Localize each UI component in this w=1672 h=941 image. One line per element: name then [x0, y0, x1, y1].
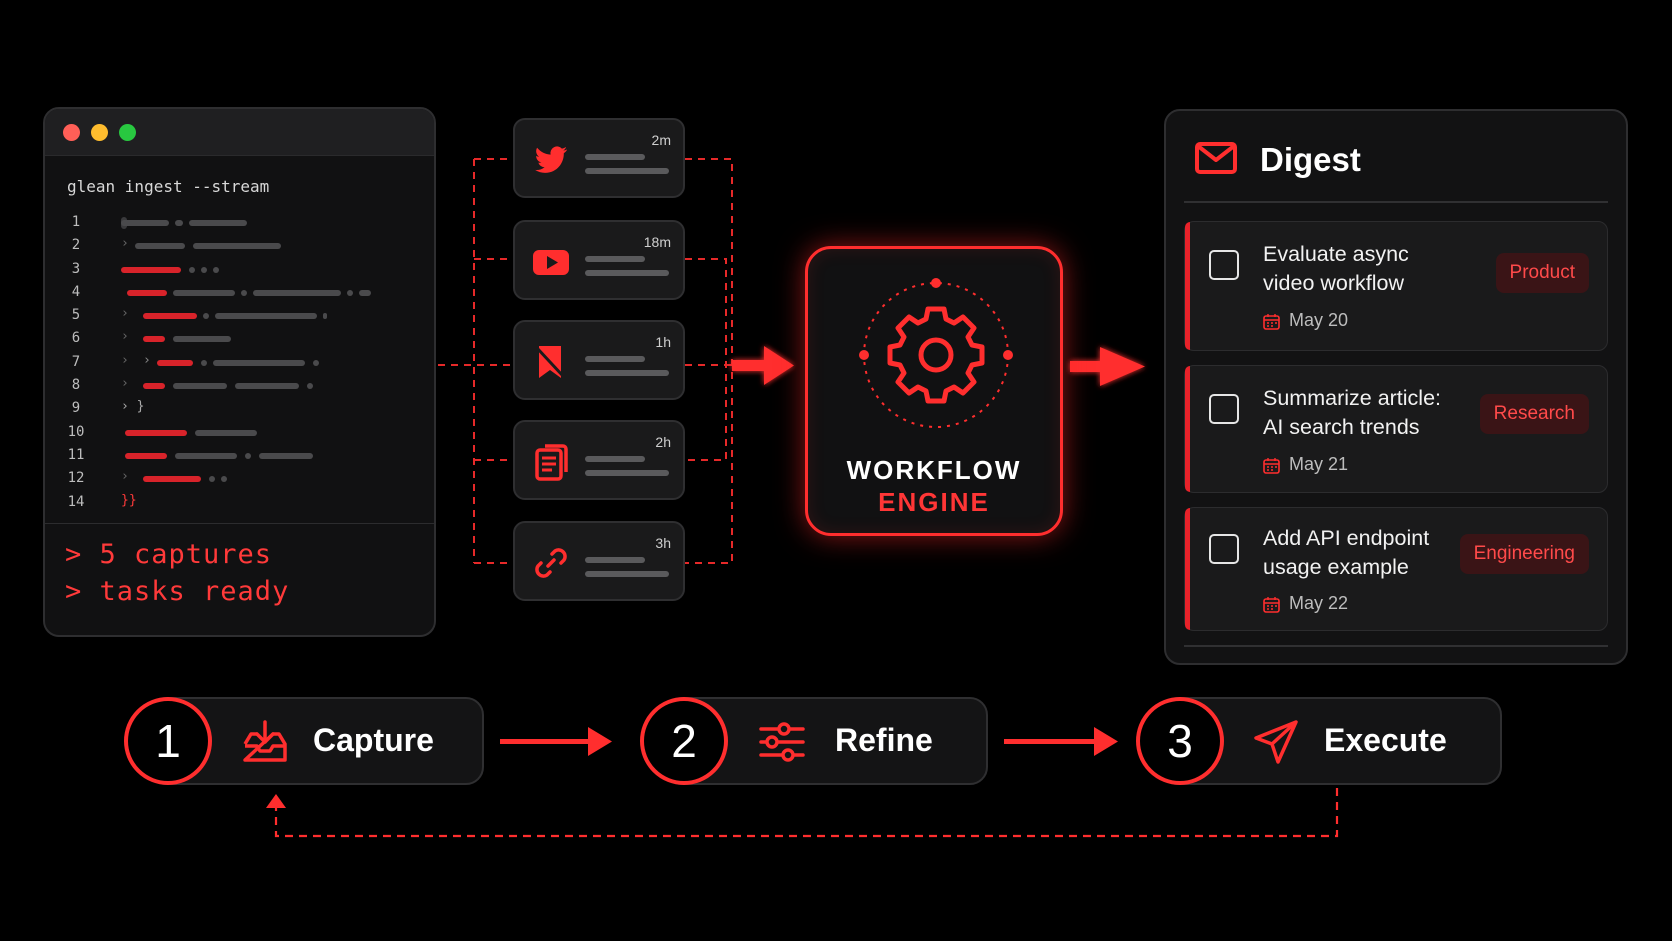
- twitter-icon: [535, 146, 567, 173]
- code-line: 10: [45, 421, 434, 444]
- terminal-window: glean ingest --stream 1 2 › 3 4 5: [43, 107, 436, 637]
- step-label: Execute: [1324, 722, 1447, 758]
- code-line: 12 ›: [45, 467, 434, 490]
- line-number: 11: [67, 446, 85, 463]
- step-number: 1: [124, 697, 212, 785]
- task-tag[interactable]: Engineering: [1459, 534, 1589, 574]
- digest-divider: [1184, 645, 1608, 647]
- code-line: 9 › }: [45, 397, 434, 420]
- line-number: 7: [71, 353, 81, 370]
- step-label: Capture: [313, 722, 434, 758]
- line-number: 9: [71, 400, 81, 417]
- calendar-icon: [1263, 314, 1280, 330]
- gear-icon: [859, 278, 1013, 428]
- code-line: 4: [45, 281, 434, 304]
- source-card-link[interactable]: 3h: [513, 521, 685, 601]
- calendar-icon: [1263, 458, 1280, 474]
- step-label: Refine: [835, 722, 933, 758]
- engine-title: WORKFLOW: [846, 455, 1022, 485]
- terminal-output-line: > 5 captures: [65, 539, 273, 570]
- code-line: 8 ›: [45, 374, 434, 397]
- source-time: 2m: [651, 132, 671, 148]
- link-icon: [535, 548, 567, 578]
- task-card[interactable]: Evaluate async video workflow May 20 Pro…: [1184, 221, 1608, 351]
- source-card-document[interactable]: 2h: [513, 420, 685, 500]
- line-number: 1: [71, 214, 81, 230]
- line-number: 12: [67, 470, 85, 487]
- terminal-divider: [45, 523, 434, 524]
- source-card-twitter[interactable]: 2m: [513, 118, 685, 198]
- digest-title: Digest: [1260, 141, 1361, 178]
- task-checkbox[interactable]: [1209, 394, 1239, 424]
- source-time: 1h: [655, 334, 671, 350]
- task-date: May 20: [1289, 310, 1349, 330]
- task-date: May 21: [1289, 454, 1349, 474]
- source-card-bookmark[interactable]: 1h: [513, 320, 685, 400]
- code-line: 5 ›: [45, 304, 434, 327]
- line-number: 14: [67, 493, 85, 510]
- source-time: 18m: [643, 234, 671, 250]
- source-card-youtube[interactable]: 18m: [513, 220, 685, 300]
- feedback-loop: [274, 788, 1339, 838]
- source-time: 2h: [655, 434, 671, 450]
- engine-subtitle: ENGINE: [878, 487, 990, 517]
- document-icon: [535, 444, 568, 481]
- code-line: 11: [45, 444, 434, 467]
- youtube-icon: [533, 250, 569, 275]
- line-number: 3: [71, 260, 81, 277]
- line-number: 10: [67, 423, 85, 440]
- task-date: May 22: [1289, 593, 1349, 613]
- feedback-arrowhead: [266, 794, 286, 808]
- code-line: 3: [45, 258, 434, 281]
- inbox-download-icon: [243, 720, 287, 762]
- workflow-engine-node: WORKFLOW ENGINE: [805, 246, 1063, 536]
- line-number: 2: [71, 237, 81, 254]
- task-checkbox[interactable]: [1209, 250, 1239, 280]
- calendar-icon: [1263, 597, 1280, 613]
- task-title: Add API endpoint usage example: [1263, 526, 1430, 579]
- terminal-command: glean ingest --stream: [67, 177, 270, 196]
- code-line: 6 ›: [45, 327, 434, 350]
- sliders-icon: [759, 722, 805, 762]
- terminal-titlebar: [45, 109, 434, 156]
- code-line: 14 }}: [45, 491, 434, 514]
- task-title: Evaluate async video workflow: [1263, 242, 1409, 295]
- line-number: 4: [71, 283, 81, 300]
- source-time: 3h: [655, 535, 671, 551]
- task-card[interactable]: Add API endpoint usage example May 22 En…: [1184, 507, 1608, 631]
- digest-divider: [1184, 201, 1608, 203]
- task-tag[interactable]: Research: [1479, 394, 1589, 434]
- send-icon: [1254, 720, 1298, 764]
- task-tag[interactable]: Product: [1495, 253, 1589, 293]
- task-checkbox[interactable]: [1209, 534, 1239, 564]
- step-number: 3: [1136, 697, 1224, 785]
- digest-panel: Digest Evaluate async video workflow May…: [1164, 109, 1628, 665]
- code-block: 1 2 › 3 4 5 › 6: [45, 211, 434, 514]
- code-line: 7 ››: [45, 351, 434, 374]
- terminal-output-line: > tasks ready: [65, 576, 290, 607]
- code-line: 1: [45, 211, 434, 234]
- maximize-window-button[interactable]: [119, 124, 136, 141]
- close-window-button[interactable]: [63, 124, 80, 141]
- line-number: 6: [71, 330, 81, 347]
- line-number: 5: [71, 307, 81, 324]
- code-line: 2 ›: [45, 234, 434, 257]
- task-card[interactable]: Summarize article: AI search trends May …: [1184, 365, 1608, 493]
- minimize-window-button[interactable]: [91, 124, 108, 141]
- step-number: 2: [640, 697, 728, 785]
- line-number: 8: [71, 377, 81, 394]
- mail-icon: [1195, 142, 1237, 174]
- bookmark-icon: [535, 346, 565, 378]
- task-title: Summarize article: AI search trends: [1263, 386, 1442, 439]
